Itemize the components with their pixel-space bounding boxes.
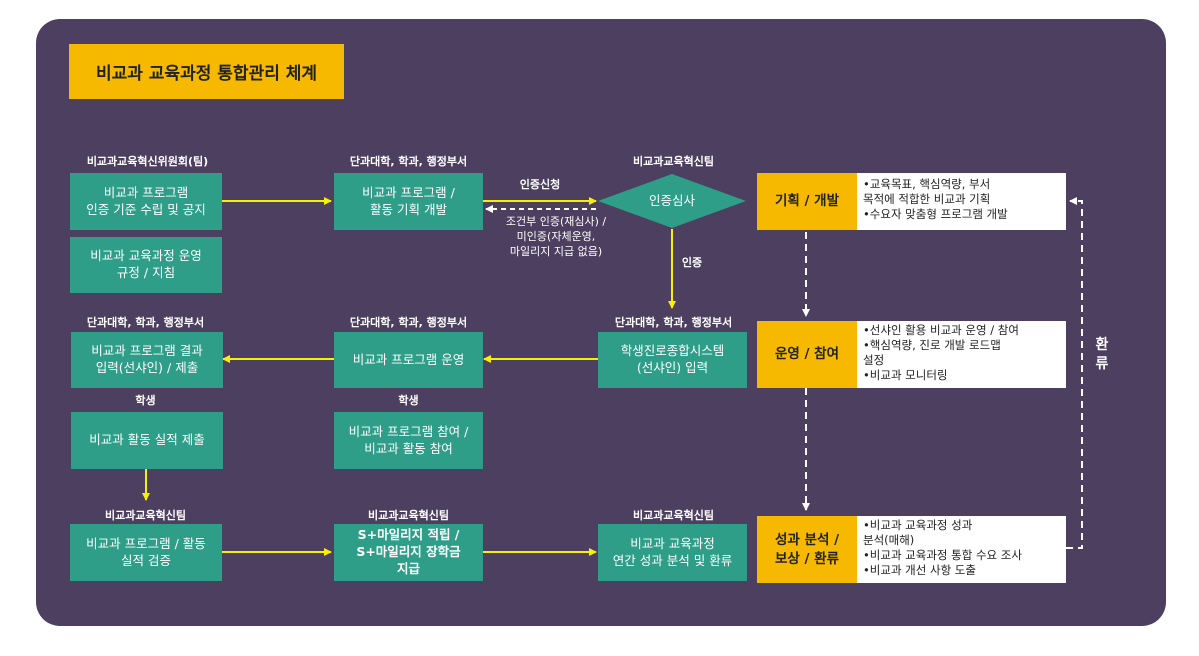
cycle-plan-title: 기획 / 개발 <box>757 173 857 230</box>
cycle-plan-details: •교육목표, 핵심역량, 부서 목적에 적합한 비교과 기획 •수요자 맞춤형 … <box>857 173 1066 230</box>
box-annual-analysis: 비교과 교육과정 연간 성과 분석 및 환류 <box>598 524 747 581</box>
cycle-evaluate-item: •비교과 교육과정 통합 수요 조사 <box>863 547 1022 562</box>
header-innovation-bottom-center: 비교과교육혁신팀 <box>368 509 449 522</box>
cycle-operate-title: 운영 / 참여 <box>757 321 857 388</box>
arrow-feedback-loop <box>1066 197 1083 549</box>
cycle-plan-item: •교육목표, 핵심역량, 부서 목적에 적합한 비교과 기획 <box>863 177 991 206</box>
cycle-operate-item: •핵심역량, 진로 개발 로드맵 설정 <box>863 337 1001 367</box>
cycle-evaluate-item: •비교과 개선 사항 도출 <box>863 562 976 577</box>
cycle-plan-item: •수요자 맞춤형 프로그램 개발 <box>863 206 1008 221</box>
label-certified: 인증 <box>681 256 703 269</box>
cert-review-diamond <box>598 174 746 228</box>
page-title: 비교과 교육과정 통합관리 체계 <box>69 44 344 99</box>
label-cert-apply: 인증신청 <box>519 178 561 191</box>
header-dept-mid-right: 단과대학, 학과, 행정부서 <box>614 316 733 329</box>
cycle-operate-item: •선샤인 활용 비교과 운영 / 참여 <box>863 323 1019 337</box>
box-program-plan: 비교과 프로그램 / 활동 기획 개발 <box>334 173 483 230</box>
box-cert-standard: 비교과 프로그램 인증 기준 수립 및 공지 <box>70 173 222 230</box>
box-program-operation: 비교과 프로그램 운영 <box>334 332 483 388</box>
cycle-evaluate-item: •비교과 교육과정 성과 분석(매해) <box>863 518 973 547</box>
cycle-evaluate-details: •비교과 교육과정 성과 분석(매해) •비교과 교육과정 통합 수요 조사 •… <box>857 516 1066 583</box>
box-program-participation: 비교과 프로그램 참여 / 비교과 활동 참여 <box>334 412 483 469</box>
header-dept-mid-left: 단과대학, 학과, 행정부서 <box>86 316 205 329</box>
header-dept-mid-center: 단과대학, 학과, 행정부서 <box>349 316 468 329</box>
header-dept-top: 단과대학, 학과, 행정부서 <box>349 155 468 168</box>
cycle-operate-item: •비교과 모니터링 <box>863 367 948 382</box>
header-committee: 비교과교육혁신위원회(팀) <box>86 155 209 168</box>
box-operation-rules: 비교과 교육과정 운영 규정 / 지침 <box>70 237 222 293</box>
header-innovation-top: 비교과교육혁신팀 <box>633 155 714 168</box>
box-mileage: S+마일리지 적립 / S+마일리지 장학금 지급 <box>334 524 483 581</box>
cert-review-label: 인증심사 <box>648 193 695 208</box>
cycle-operate-details: •선샤인 활용 비교과 운영 / 참여 •핵심역량, 진로 개발 로드맵 설정 … <box>857 321 1066 388</box>
box-activity-verify: 비교과 프로그램 / 활동 실적 검증 <box>70 524 222 581</box>
label-conditional: 조건부 인증(재심사) / 미인증(자체운영, 마일리지 지급 없음) <box>505 215 607 258</box>
box-student-system: 학생진로종합시스템 (선샤인) 입력 <box>598 332 747 388</box>
box-activity-submit: 비교과 활동 실적 제출 <box>71 412 223 469</box>
cycle-evaluate-title: 성과 분석 / 보상 / 환류 <box>757 516 857 583</box>
box-result-input: 비교과 프로그램 결과 입력(선샤인) / 제출 <box>71 332 223 388</box>
header-innovation-bottom-left: 비교과교육혁신팀 <box>105 509 186 522</box>
header-student-center: 학생 <box>398 394 419 407</box>
header-student-left: 학생 <box>135 394 156 407</box>
header-innovation-bottom-right: 비교과교육혁신팀 <box>633 509 714 522</box>
label-feedback-loop: 환류 <box>1094 336 1110 374</box>
